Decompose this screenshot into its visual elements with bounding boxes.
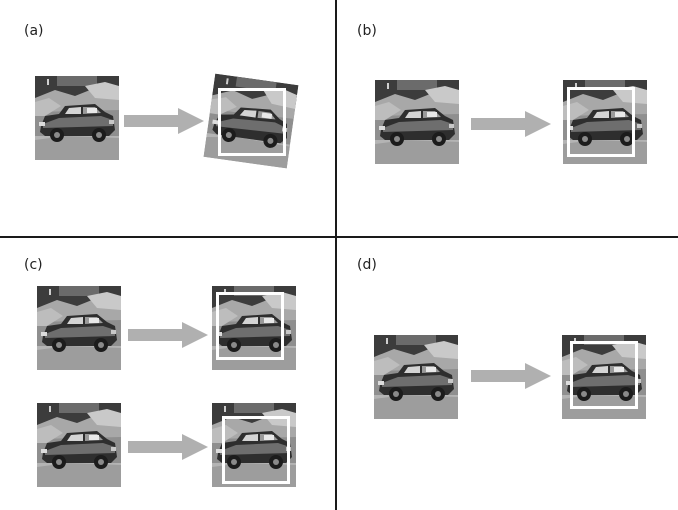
panel-c-arrow-bottom-icon xyxy=(128,434,208,460)
panel-a-label: (a) xyxy=(24,23,44,39)
panel-d-arrow-icon xyxy=(471,363,551,389)
panel-c-source-image-bottom xyxy=(37,403,121,487)
horizontal-divider xyxy=(0,236,678,238)
panel-a-source-image xyxy=(35,76,119,160)
panel-b-source-image xyxy=(375,80,459,164)
panel-a-arrow-icon xyxy=(124,108,204,134)
panel-c-crop-box-bottom xyxy=(222,416,290,484)
panel-d-crop-box xyxy=(570,341,638,409)
panel-c-label: (c) xyxy=(24,257,43,273)
panel-a-crop-box xyxy=(218,88,286,156)
panel-b-crop-box xyxy=(567,87,635,157)
panel-b-label: (b) xyxy=(357,23,377,39)
panel-c-source-image-top xyxy=(37,286,121,370)
panel-c-crop-box-top xyxy=(216,292,284,360)
panel-d-label: (d) xyxy=(357,257,377,273)
vertical-divider xyxy=(335,0,337,510)
panel-c-arrow-top-icon xyxy=(128,322,208,348)
panel-d-source-image xyxy=(374,335,458,419)
panel-b-arrow-icon xyxy=(471,111,551,137)
